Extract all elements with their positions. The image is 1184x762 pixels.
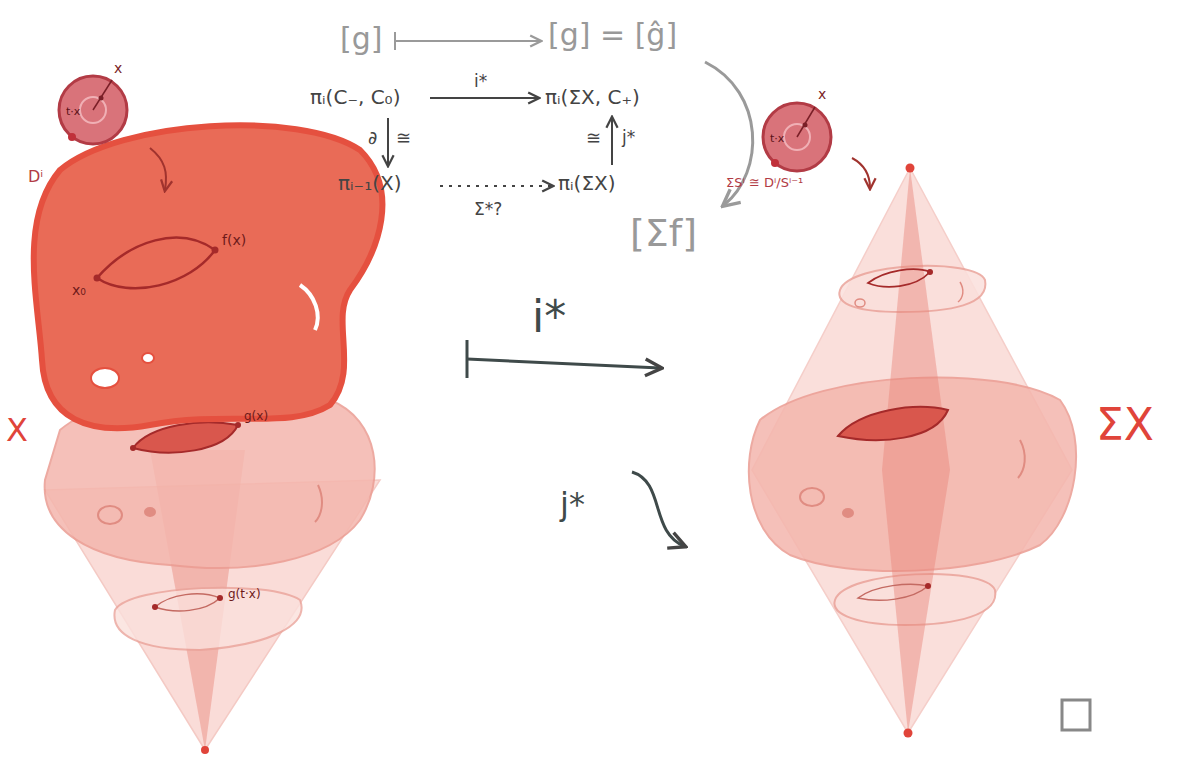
sketch-path	[958, 282, 963, 302]
sketch-line	[93, 80, 112, 110]
sketch-circle	[904, 729, 913, 738]
sketch-path	[300, 285, 318, 330]
sketch-circle	[771, 159, 779, 167]
sketch-circle	[925, 583, 931, 589]
sketch-ellipse	[91, 368, 119, 388]
space-label: X	[6, 412, 28, 449]
sketch-circle	[152, 604, 158, 610]
map-label: ∂	[368, 128, 377, 149]
sketch-ellipse	[98, 506, 122, 524]
sketch-circle	[68, 133, 76, 141]
point-label: x₀	[72, 282, 86, 298]
iso-label: ≅	[396, 128, 411, 149]
point-label: t·x	[66, 106, 80, 119]
sketch-circle	[927, 269, 933, 275]
point-label: t·x	[770, 133, 784, 146]
point-label: f(x)	[222, 232, 246, 248]
sphere-label: ΣSⁱ ≅ Dⁱ/Sⁱ⁻¹	[726, 176, 803, 191]
map-label: i*	[474, 72, 487, 92]
sketch-ellipse	[842, 508, 854, 518]
sketch-ellipse	[800, 488, 824, 506]
sketch-path	[632, 472, 684, 546]
point-label: x	[818, 86, 826, 102]
sketch-path	[155, 594, 220, 611]
sketch-path	[97, 238, 215, 289]
class-label: [g]	[340, 22, 382, 57]
sketch-line	[611, 118, 613, 165]
sketch-path	[838, 407, 948, 440]
map-label: j*	[622, 128, 635, 148]
sketch-circle	[212, 247, 219, 254]
class-label: [g] = [ĝ]	[548, 18, 677, 53]
sketch-circle	[59, 76, 127, 144]
sketch-path	[114, 588, 301, 650]
sketch-rect	[1062, 700, 1090, 730]
sketch-polygon	[882, 168, 950, 733]
map-label: Σ*?	[474, 200, 502, 220]
point-label: x	[114, 60, 122, 76]
sketch-circle	[94, 275, 101, 282]
map-label: j*	[560, 486, 585, 523]
sketch-line	[395, 40, 540, 42]
point-label: g(x)	[244, 410, 268, 424]
group-term: πᵢ₋₁(X)	[338, 172, 402, 195]
sketch-line	[387, 118, 389, 165]
group-term: πᵢ(ΣX, C₊)	[545, 86, 640, 109]
group-term: πᵢ(C₋, C₀)	[310, 86, 400, 109]
sketch-path	[315, 485, 322, 522]
sketch-line	[430, 97, 538, 99]
sketch-circle	[235, 422, 241, 428]
sketch-circle	[763, 103, 831, 171]
sketch-path	[34, 125, 383, 428]
sketch-circle	[217, 595, 223, 601]
space-label: ΣX	[1096, 400, 1154, 451]
sketch-path	[868, 269, 930, 287]
sketch-ellipse	[142, 353, 154, 363]
sketch-circle	[99, 96, 104, 101]
sketch-ellipse	[144, 507, 156, 517]
disk-label: Dⁱ	[28, 168, 43, 186]
group-term: πᵢ(ΣX)	[558, 172, 616, 195]
sketch-circle	[803, 123, 808, 128]
sketch-circle	[201, 746, 209, 754]
iso-label: ≅	[586, 128, 601, 149]
sketch-line	[467, 359, 660, 368]
map-label: i*	[532, 292, 566, 343]
sketch-circle	[130, 445, 136, 451]
sketch-path	[852, 158, 870, 188]
sketch-line	[797, 107, 815, 137]
sketch-path	[858, 584, 928, 600]
sketch-line	[440, 185, 552, 187]
sketch-path	[150, 148, 166, 190]
sketch-circle	[906, 164, 915, 173]
class-label: [Σf]	[630, 212, 697, 256]
point-label: g(t·x)	[228, 588, 261, 602]
sketch-g	[388, 32, 753, 205]
sketch-path	[1018, 440, 1025, 478]
sketch-ellipse	[855, 299, 865, 307]
